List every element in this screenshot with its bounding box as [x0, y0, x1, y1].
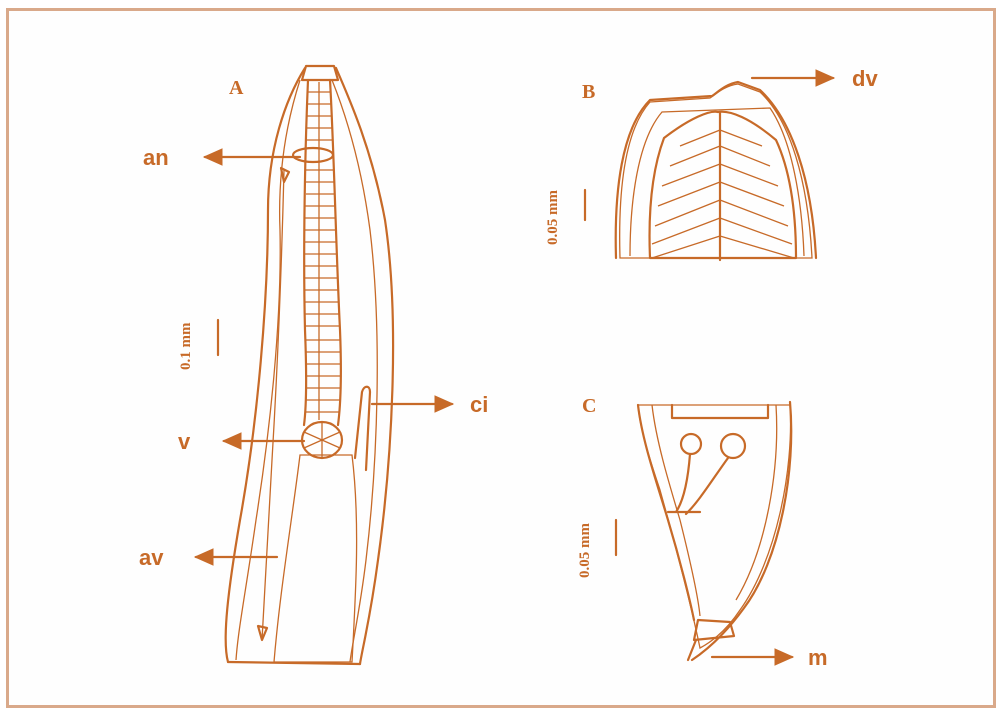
- oesophagus-segments: [304, 82, 341, 420]
- mucron-base: [694, 620, 734, 640]
- cuticle-right: [332, 80, 377, 662]
- nerve-ring: [293, 148, 333, 162]
- gland-2: [721, 434, 745, 458]
- tail-cuticle-right: [736, 405, 777, 600]
- gland-duct-1: [676, 454, 690, 512]
- panel-b: B 0.05 mm dv: [545, 66, 878, 260]
- label-dv: dv: [852, 66, 878, 91]
- intestine: [274, 455, 357, 662]
- oesophagus-right: [330, 80, 341, 425]
- panel-a: A: [139, 66, 488, 664]
- cuticle-left: [236, 80, 300, 660]
- label-ci: ci: [470, 392, 488, 417]
- panel-a-letter: A: [229, 77, 244, 99]
- scale-label-a: 0.1 mm: [178, 322, 194, 370]
- gland-1: [681, 434, 701, 454]
- head-cap: [302, 66, 338, 80]
- oesophagus-left: [304, 80, 308, 425]
- panel-b-letter: B: [582, 81, 595, 103]
- panel-c-letter: C: [582, 395, 596, 417]
- scale-label-c: 0.05 mm: [577, 523, 593, 578]
- tail-top-block: [672, 405, 768, 418]
- label-m: m: [808, 645, 828, 670]
- leaf-veins: [652, 130, 794, 258]
- label-av: av: [139, 545, 164, 570]
- cervical-papilla: [355, 387, 370, 470]
- label-an: an: [143, 145, 169, 170]
- panel-c: C 0.05 mm m: [577, 395, 828, 670]
- tail-fill: [638, 405, 791, 648]
- label-v: v: [178, 429, 191, 454]
- scale-label-b: 0.05 mm: [545, 190, 561, 245]
- lateral-line-tip: [281, 168, 289, 182]
- gland-duct-2: [686, 458, 728, 514]
- head-cuticle-b: [630, 108, 804, 256]
